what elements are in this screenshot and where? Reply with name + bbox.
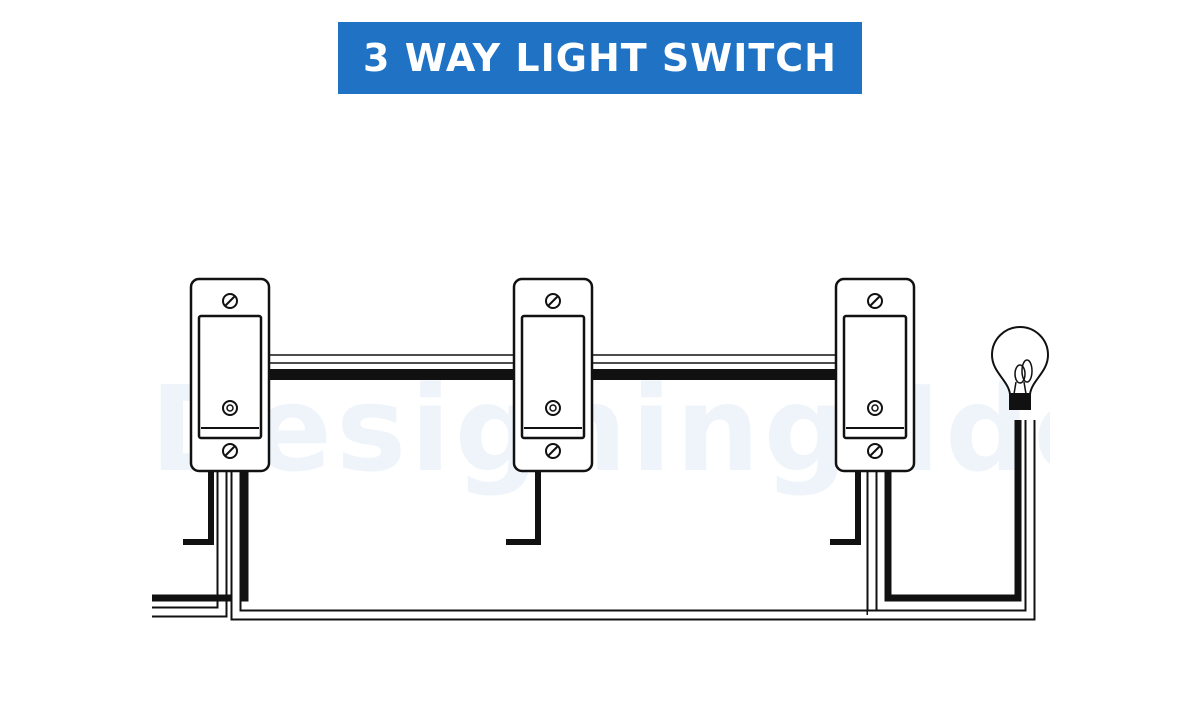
indicator-icon xyxy=(222,400,238,416)
switch-2 xyxy=(512,277,594,473)
title-banner: 3 WAY LIGHT SWITCH xyxy=(338,22,862,94)
traveler-cable-2 xyxy=(591,354,839,380)
rocker-switch-icon xyxy=(842,314,908,440)
switch-3-wires xyxy=(830,420,1036,621)
bulb-base xyxy=(1009,394,1031,410)
indicator-icon xyxy=(867,400,883,416)
traveler-cable-1 xyxy=(267,354,517,380)
screw-icon xyxy=(545,293,561,309)
switch-3 xyxy=(834,277,916,473)
light-bulb-icon xyxy=(990,325,1050,410)
screw-icon xyxy=(867,293,883,309)
indicator-icon xyxy=(545,400,561,416)
switch-1 xyxy=(189,277,271,473)
page-title: 3 WAY LIGHT SWITCH xyxy=(363,36,837,80)
screw-icon xyxy=(545,443,561,459)
rocker-switch-icon xyxy=(520,314,586,440)
rocker-switch-icon xyxy=(197,314,263,440)
screw-icon xyxy=(222,293,238,309)
switch-1-wires xyxy=(152,470,868,621)
screw-icon xyxy=(867,443,883,459)
screw-icon xyxy=(222,443,238,459)
switch-2-wires xyxy=(506,470,541,545)
